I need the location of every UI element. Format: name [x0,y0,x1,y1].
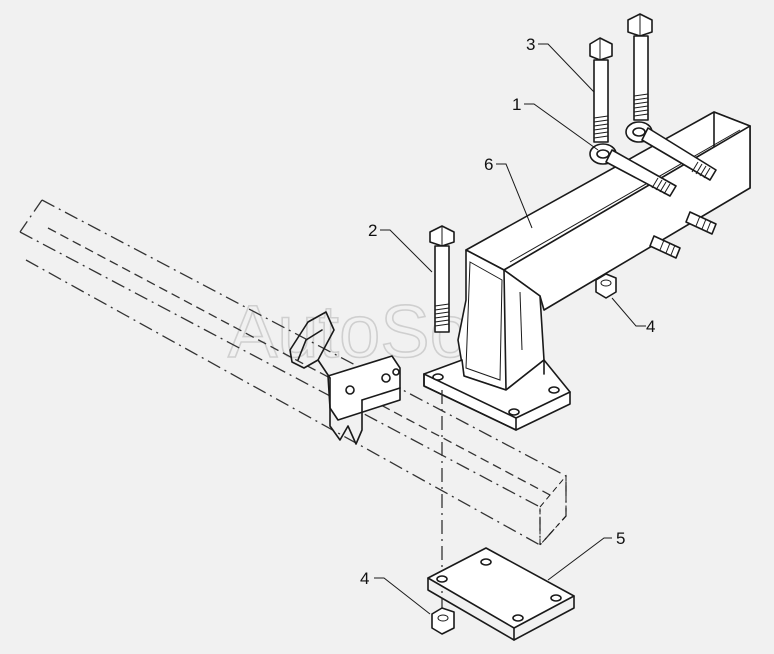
hitch-bracket [289,311,401,445]
callout-5: 5 [616,529,625,548]
phantom-frame-beam [19,199,567,547]
callout-4-upper: 4 [646,317,655,336]
callout-6: 6 [484,155,493,174]
eye-bolt-part-1-right [625,121,717,181]
nut-part-4-lower [431,607,455,635]
bolt-part-3-right [627,13,653,121]
bolt-part-3-left [589,37,613,143]
callout-4-lower: 4 [360,569,369,588]
callout-1: 1 [512,95,521,114]
nut-part-4-upper [595,273,617,299]
threaded-stubs [649,211,717,259]
tube-base-plate [423,359,571,431]
callout-3: 3 [526,35,535,54]
leader-lines [374,43,646,615]
clamp-plate-part-5 [427,547,575,641]
bolt-part-2 [429,225,455,333]
callout-2: 2 [368,221,377,240]
